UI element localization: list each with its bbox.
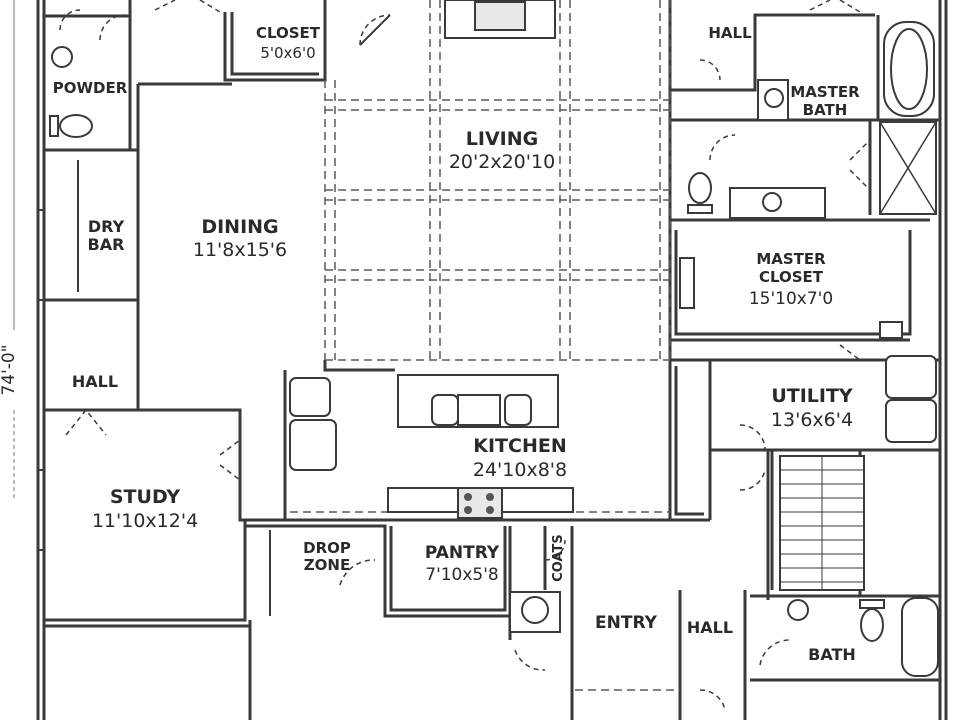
master-closet-name-line2: CLOSET: [759, 268, 824, 286]
bar-stool: [504, 394, 532, 426]
powder-name: POWDER: [53, 79, 128, 97]
ceiling-lines: [290, 0, 680, 691]
closet-size: 5'0x6'0: [260, 44, 315, 62]
kitchen-size: 24'10x8'8: [473, 459, 567, 481]
coats-name: COATS: [551, 534, 566, 582]
pantry-name: PANTRY: [425, 543, 500, 563]
stairs: [779, 455, 865, 591]
master-bath-sink: [764, 88, 784, 108]
master-closet-name-line1: MASTER: [756, 250, 826, 268]
dining-size: 11'8x15'6: [193, 239, 287, 261]
bath-toilet: [860, 608, 884, 642]
master-bath-name-line1: MASTER: [790, 83, 860, 101]
master-bath-name-line2: BATH: [803, 101, 848, 119]
utility-name: UTILITY: [771, 385, 853, 407]
hall-top-name: HALL: [708, 24, 752, 42]
bath-name: BATH: [808, 645, 856, 664]
bar-stool: [431, 394, 459, 426]
hall-bottom-name: HALL: [687, 618, 733, 637]
master-closet-size: 15'10x7'0: [749, 289, 833, 309]
closet-name: CLOSET: [256, 24, 321, 42]
powder-toilet: [59, 114, 93, 138]
dimension-line: 74'-0": [0, 0, 19, 500]
kitchen-name: KITCHEN: [473, 435, 566, 457]
cooktop: [457, 487, 503, 519]
pantry-size: 7'10x5'8: [425, 565, 499, 585]
room-labels: CLOSET 5'0x6'0 HALL POWDER MASTER BATH L…: [53, 24, 860, 664]
living-size: 20'2x20'10: [449, 151, 555, 173]
water-heater: [521, 596, 549, 624]
dry-bar-name-line1: DRY: [88, 217, 125, 236]
study-size: 11'10x12'4: [92, 510, 198, 532]
washer: [885, 355, 937, 399]
drop-zone-name-line2: ZONE: [304, 556, 350, 574]
drop-zone-name-line1: DROP: [303, 539, 351, 557]
bath-tub: [901, 597, 939, 677]
utility-size: 13'6x6'4: [771, 409, 853, 431]
master-vanity-sink: [762, 192, 782, 212]
living-name: LIVING: [466, 128, 538, 150]
fixtures: [49, 0, 939, 677]
dry-bar-name-line2: BAR: [88, 235, 125, 254]
study-name: STUDY: [110, 486, 180, 508]
entry-name: ENTRY: [595, 613, 658, 633]
refrigerator: [289, 377, 331, 417]
bath-sink: [787, 599, 809, 621]
dryer: [885, 399, 937, 443]
doors: [59, 0, 871, 711]
powder-sink: [51, 46, 73, 68]
master-toilet: [688, 172, 712, 204]
overall-dimension-label: 74'-0": [0, 344, 19, 395]
hall-left-name: HALL: [72, 372, 118, 391]
dining-name: DINING: [201, 216, 278, 238]
